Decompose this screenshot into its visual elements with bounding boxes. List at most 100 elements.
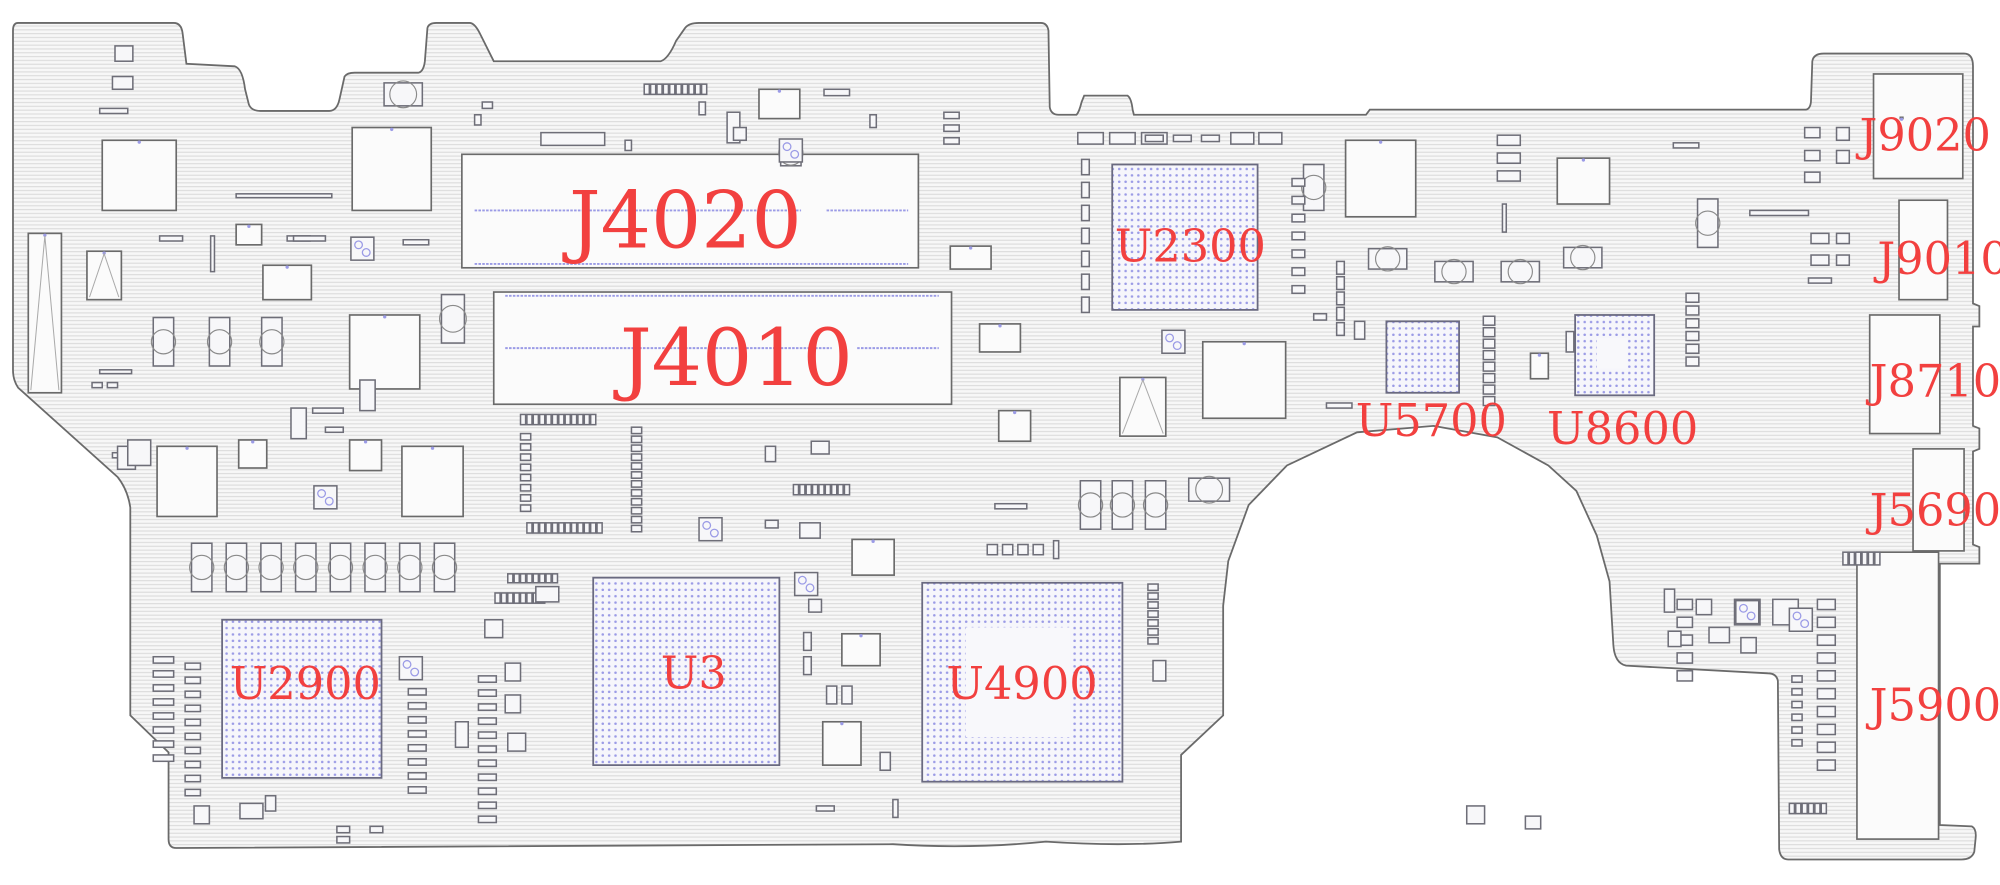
passive-component xyxy=(184,774,202,783)
passive-component xyxy=(551,522,559,534)
test-point xyxy=(782,142,792,152)
passive-component xyxy=(841,685,853,705)
passive-component xyxy=(407,743,427,752)
passive-component xyxy=(815,805,835,812)
connector-j9010[interactable] xyxy=(1898,199,1949,301)
passive-component xyxy=(1482,384,1496,395)
passive-component xyxy=(843,483,851,496)
test-point xyxy=(317,489,327,498)
passive-component xyxy=(1816,634,1837,647)
passive-component xyxy=(184,788,202,797)
passive-component xyxy=(577,413,584,426)
passive-component xyxy=(1258,131,1283,145)
passive-component xyxy=(477,731,498,740)
passive-component xyxy=(630,426,643,435)
passive-component xyxy=(504,662,522,682)
passive-component xyxy=(700,83,708,96)
passive-component xyxy=(1524,815,1542,830)
test-point xyxy=(797,575,807,585)
passive-component xyxy=(1740,636,1757,654)
passive-component xyxy=(1816,723,1837,736)
chip-u2900[interactable] xyxy=(221,618,383,779)
label-u4900: U4900 xyxy=(946,658,1097,710)
passive-component xyxy=(407,729,427,738)
passive-component xyxy=(1685,343,1700,355)
pad xyxy=(430,446,435,450)
passive-component xyxy=(1816,598,1837,611)
passive-component xyxy=(1695,598,1713,616)
passive-component xyxy=(1312,312,1328,321)
passive-component xyxy=(1080,296,1091,314)
capacitor xyxy=(190,542,213,593)
passive-component xyxy=(823,88,851,97)
passive-component xyxy=(630,524,643,533)
passive-component xyxy=(1835,254,1851,267)
ic-package xyxy=(949,245,992,270)
chip-u4900[interactable] xyxy=(921,581,1124,783)
passive-component xyxy=(152,726,175,735)
ic-package xyxy=(1344,139,1417,218)
passive-component xyxy=(540,131,606,147)
connector-j4010[interactable] xyxy=(492,291,953,406)
label-u2300: U2300 xyxy=(1115,220,1266,272)
connector-j8710[interactable] xyxy=(1868,314,1941,435)
pad xyxy=(969,246,973,250)
passive-component xyxy=(662,83,670,96)
connector-j4020[interactable] xyxy=(461,153,920,269)
ic-package xyxy=(978,323,1022,353)
passive-component xyxy=(879,751,892,771)
label-j5900: J5900 xyxy=(1866,679,2000,731)
passive-component xyxy=(484,618,504,639)
capacitor xyxy=(1302,163,1325,212)
passive-component xyxy=(1496,134,1522,147)
passive-component xyxy=(1080,204,1091,222)
passive-component xyxy=(1465,805,1486,825)
capacitor xyxy=(440,293,466,344)
ic-package xyxy=(262,264,313,301)
capacitor-outline xyxy=(258,554,284,581)
capacitor-outline xyxy=(206,329,233,355)
passive-component xyxy=(513,592,521,604)
passive-component xyxy=(526,413,533,426)
passive-component xyxy=(825,685,838,705)
capacitor-outline xyxy=(1195,475,1224,504)
passive-component xyxy=(1565,330,1575,353)
label-j5690: J5690 xyxy=(1866,484,2000,536)
passive-component xyxy=(184,746,202,755)
passive-component xyxy=(807,598,823,613)
chip-u8600[interactable] xyxy=(1574,314,1656,397)
passive-component xyxy=(558,413,565,426)
passive-component xyxy=(589,522,597,534)
chip-u5700[interactable] xyxy=(1385,320,1460,394)
passive-component xyxy=(1672,142,1700,149)
passive-component xyxy=(1291,284,1306,295)
passive-component xyxy=(869,114,878,129)
passive-component xyxy=(810,440,830,455)
passive-component xyxy=(407,701,427,710)
passive-component xyxy=(152,669,175,678)
passive-component xyxy=(577,522,584,534)
test-point-pad xyxy=(350,236,375,261)
passive-component xyxy=(407,786,427,794)
passive-component xyxy=(1788,802,1796,815)
passive-component xyxy=(564,413,572,426)
passive-component xyxy=(98,369,133,375)
connector-j5690[interactable] xyxy=(1912,448,1965,552)
chip-u3[interactable] xyxy=(592,576,781,767)
passive-component xyxy=(1147,627,1159,636)
pad xyxy=(390,127,394,132)
passive-component xyxy=(630,497,643,506)
passive-component xyxy=(1335,321,1346,337)
passive-component xyxy=(1291,177,1306,187)
package-mark xyxy=(1121,378,1164,434)
passive-component xyxy=(799,522,821,539)
connector-j5900[interactable] xyxy=(1856,551,1940,840)
passive-component xyxy=(792,483,800,496)
capacitor-outline xyxy=(362,554,388,581)
passive-component xyxy=(1807,802,1815,815)
passive-component xyxy=(239,802,264,820)
connector-j9020[interactable] xyxy=(1872,73,1964,180)
chip-u2300[interactable] xyxy=(1111,163,1259,311)
passive-component xyxy=(519,453,532,462)
passive-component xyxy=(764,519,779,529)
